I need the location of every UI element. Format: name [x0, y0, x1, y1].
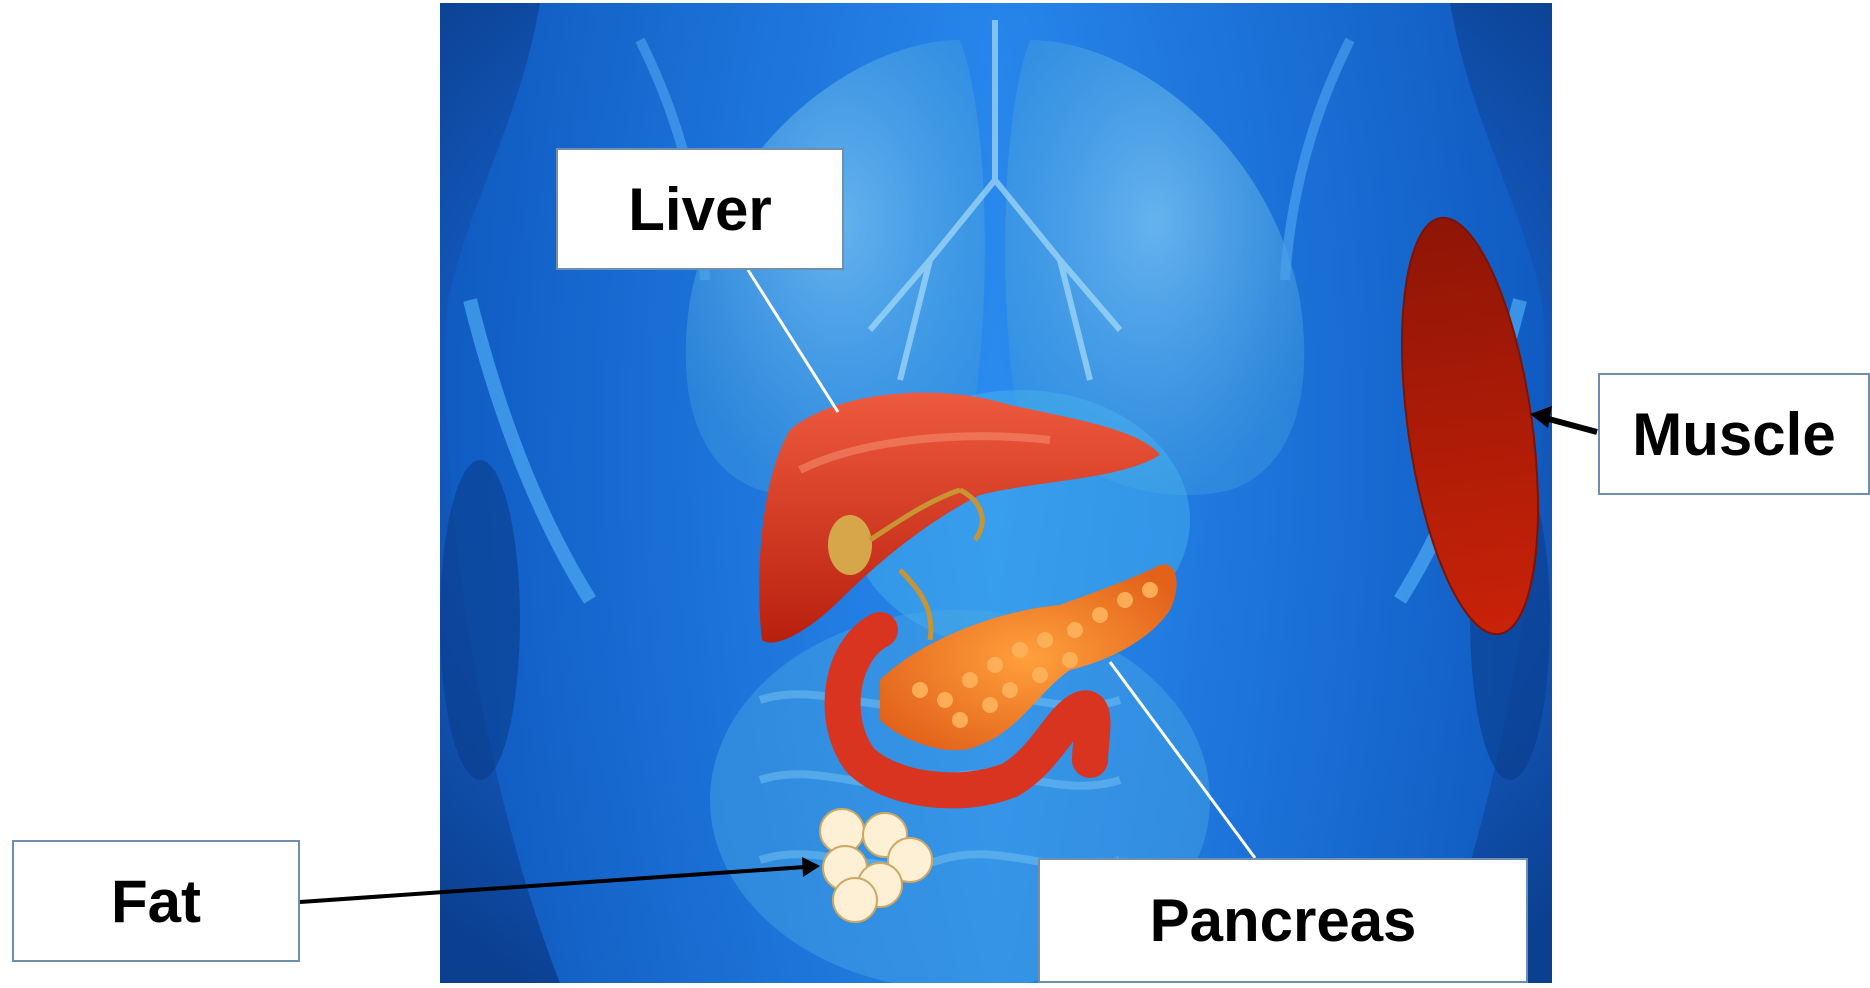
label-muscle: Muscle [1598, 373, 1870, 495]
label-pancreas: Pancreas [1038, 858, 1528, 983]
label-fat: Fat [12, 840, 300, 962]
label-liver: Liver [556, 148, 844, 270]
